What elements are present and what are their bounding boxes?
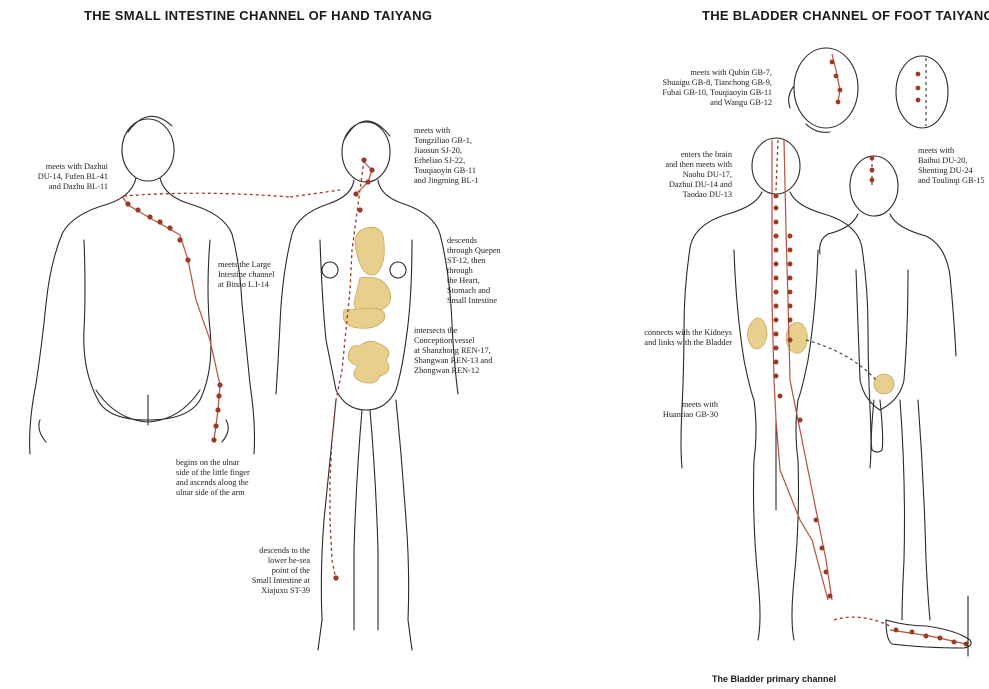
large-intestine-annotation: meets the Large Intestine channel at Bin… [218, 260, 274, 290]
stomach-organ [354, 277, 391, 313]
heart-organ [355, 227, 384, 275]
huantiao-annotation: meets with Huantiao GB-30 [646, 400, 718, 420]
qubin-annotation: meets with Qubin GB-7, Shuaigu GB-8, Tia… [640, 68, 772, 108]
bladder-caption: The Bladder primary channel [712, 674, 836, 684]
xiajuxu-annotation: descends to the lower he-sea point of th… [250, 546, 310, 596]
right-front-points [870, 156, 875, 183]
right-top-head [896, 56, 948, 128]
tongziliao-annotation: meets with Tongziliao GB-1, Jiaosun SJ-2… [414, 126, 479, 186]
right-foot [886, 620, 971, 648]
right-side-head [789, 48, 858, 132]
brain-annotation: enters the brain and then meets with Nao… [640, 150, 732, 200]
bladder-front-organ [874, 374, 894, 394]
ulnar-annotation: begins on the ulnar side of the little f… [176, 458, 250, 498]
quepen-annotation: descends through Quepen ST-12, then thro… [447, 236, 501, 306]
right-back-figure [681, 138, 871, 640]
conception-annotation: intersects the Conception vessel at Shan… [414, 326, 492, 376]
intestine-coils [348, 341, 389, 383]
left-back-points [125, 201, 222, 442]
kidney-organ [747, 318, 767, 349]
baihui-annotation: meets with Baihui DU-20, Shenting DU-24 … [918, 146, 985, 186]
foot-points [894, 628, 969, 647]
small-intestine-organ [343, 308, 385, 328]
dazhui-annotation: meets with Dazhui DU-14, Fufen BL-41 and… [4, 162, 108, 192]
right-back-points [774, 194, 833, 599]
kidneys-annotation: connects with the Kidneys and links with… [628, 328, 732, 348]
